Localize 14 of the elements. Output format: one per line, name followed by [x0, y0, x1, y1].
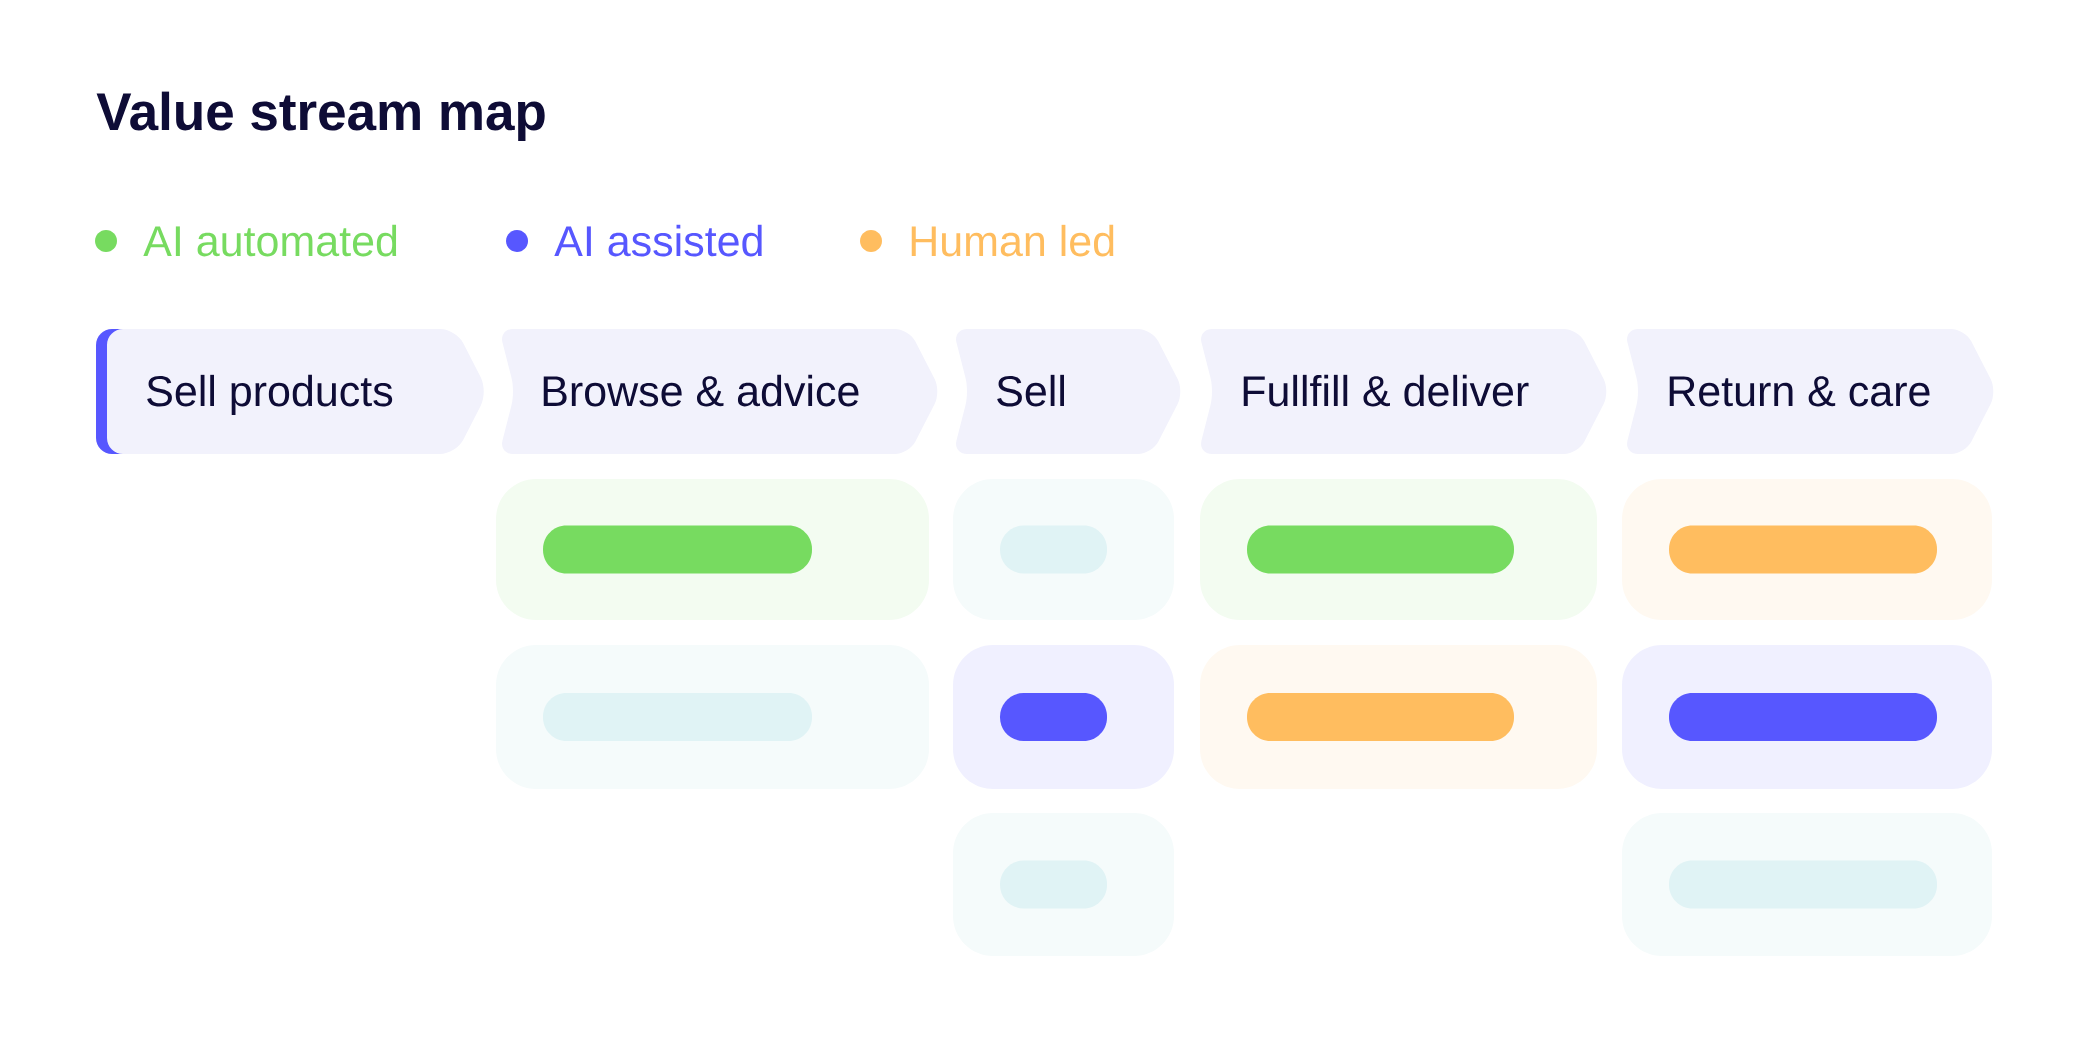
title: Value stream map [96, 91, 545, 141]
pill-bar [1247, 693, 1514, 741]
chevron-step: Fullfill & deliver [1201, 329, 1607, 454]
chevron-step: Return & care [1627, 329, 1994, 454]
chevron-step: Browse & advice [502, 329, 938, 454]
chevron-step: Sell products [96, 329, 484, 454]
pill-bar [1669, 693, 1937, 741]
pill-bar [1247, 525, 1514, 574]
pill-bar [543, 525, 812, 574]
legend-label: AI automated [143, 224, 397, 257]
pill-bar [1669, 525, 1937, 574]
legend-label: Human led [911, 224, 1114, 257]
chevron-step: Sell [956, 329, 1181, 454]
legend-label: AI assisted [554, 224, 762, 257]
